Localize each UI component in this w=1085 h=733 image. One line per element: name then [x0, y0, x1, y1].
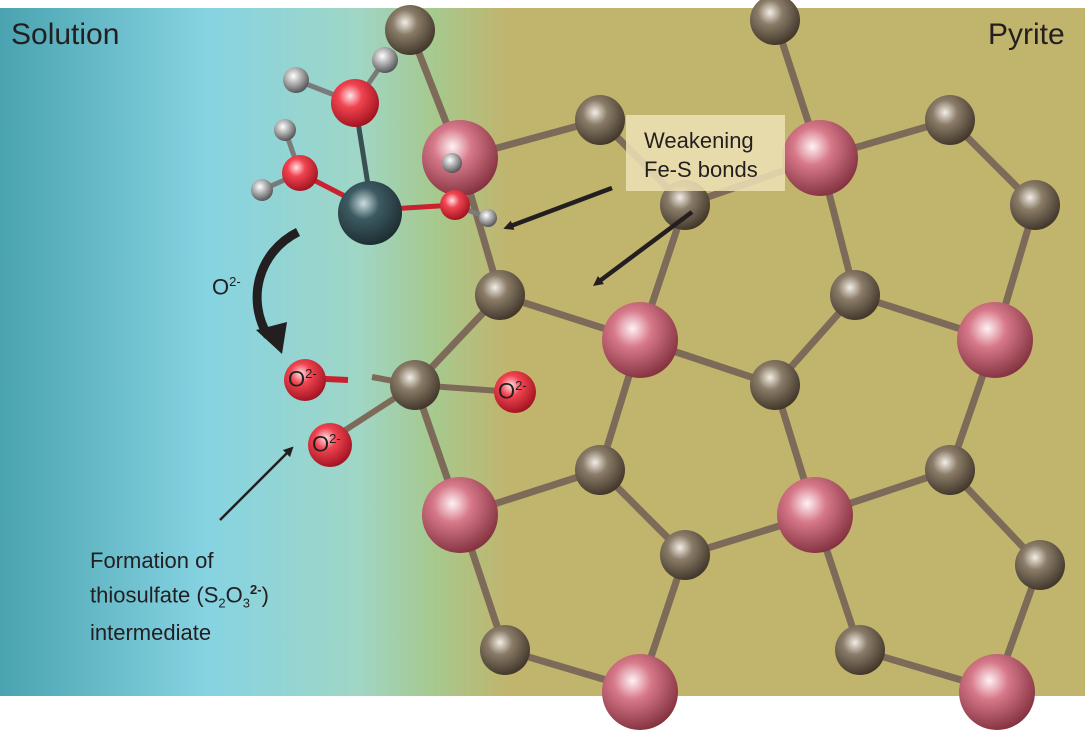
hydrogen-atom — [283, 67, 309, 93]
curved-oxygen-arrow — [252, 227, 301, 339]
sulfur-atom — [385, 5, 435, 55]
metal-cation — [338, 181, 402, 245]
curved-oxygen-arrowhead — [256, 322, 287, 354]
formation-close: ) — [261, 582, 269, 608]
sulfur-atom — [480, 625, 530, 675]
weakening-line-2: Fe-S bonds — [644, 157, 758, 182]
iron-atom — [959, 654, 1035, 730]
formation-line-1: Formation of — [90, 548, 214, 573]
hydrogen-atom — [372, 47, 398, 73]
formation-arrow — [219, 446, 294, 521]
sulfur-atom — [925, 95, 975, 145]
oxide-label-bottom: O2- — [312, 431, 341, 457]
sulfur-atom — [750, 360, 800, 410]
curved-arrow-ion-charge: 2- — [229, 274, 241, 289]
curved-arrow-ion-label: O2- — [212, 274, 241, 300]
weakening-callout-text: Weakening Fe-S bonds — [644, 126, 784, 184]
background-gradient — [0, 8, 1085, 696]
weakening-arrow-1 — [503, 185, 613, 230]
sulfur-atom — [660, 530, 710, 580]
sulfur-atom — [475, 270, 525, 320]
formation-oxygen: O — [225, 582, 243, 608]
formation-sub-3: 3 — [242, 595, 250, 611]
sulfur-atom — [575, 95, 625, 145]
oxide-symbol: O — [288, 366, 306, 392]
sulfur-atom — [575, 445, 625, 495]
sulfur-atom — [1015, 540, 1065, 590]
iron-atoms — [422, 120, 1035, 730]
iron-atom — [422, 477, 498, 553]
formation-prefix: thiosulfate (S — [90, 582, 219, 608]
weakening-arrow-2 — [592, 210, 694, 286]
hydrogen-atom — [479, 209, 497, 227]
sulfur-atom — [1010, 180, 1060, 230]
weakening-line-1: Weakening — [644, 128, 754, 153]
sulfur-atom — [835, 625, 885, 675]
sulfur-atom — [830, 270, 880, 320]
formation-annotation: Formation of thiosulfate (S2O32-) interm… — [90, 546, 350, 647]
oxide-charge: 2- — [329, 431, 341, 446]
curved-arrow-ion-symbol: O — [212, 274, 230, 300]
iron-atom — [602, 302, 678, 378]
sulfur-atom — [390, 360, 440, 410]
oxide-ion-right — [494, 371, 536, 413]
iron-atom — [602, 654, 678, 730]
formation-charge: 2- — [250, 582, 262, 597]
oxygen-atom — [440, 190, 470, 220]
hydrogen-atom — [274, 119, 296, 141]
sulfur-atom — [660, 180, 710, 230]
metal-aqua-complex — [251, 47, 497, 245]
oxide-ions — [284, 359, 536, 467]
iron-atom — [782, 120, 858, 196]
oxide-charge: 2- — [305, 366, 317, 381]
oxide-symbol: O — [498, 378, 516, 404]
weakening-callout-box — [626, 115, 785, 191]
iron-atom — [957, 302, 1033, 378]
oxide-symbol: O — [312, 431, 330, 457]
oxygen-atom — [331, 79, 379, 127]
sulfur-atoms — [385, 0, 1065, 675]
oxide-ion-bottom — [308, 423, 352, 467]
hydrogen-atom — [442, 153, 462, 173]
arrows — [219, 185, 694, 521]
pyrite-label: Pyrite — [988, 18, 1065, 51]
formation-line-2: thiosulfate (S2O32-) — [90, 575, 350, 618]
formation-line-3: intermediate — [90, 619, 212, 645]
oxide-ion-left — [284, 359, 326, 401]
oxygen-atom — [282, 155, 318, 191]
oxide-label-left: O2- — [288, 366, 317, 392]
solution-label: Solution — [11, 18, 120, 51]
oxide-charge: 2- — [515, 378, 527, 393]
oxide-label-right: O2- — [498, 378, 527, 404]
hydrogen-atom — [251, 179, 273, 201]
sulfur-atom — [750, 0, 800, 45]
sulfur-atom — [925, 445, 975, 495]
formation-sub-2: 2 — [218, 595, 226, 611]
iron-atom — [777, 477, 853, 553]
